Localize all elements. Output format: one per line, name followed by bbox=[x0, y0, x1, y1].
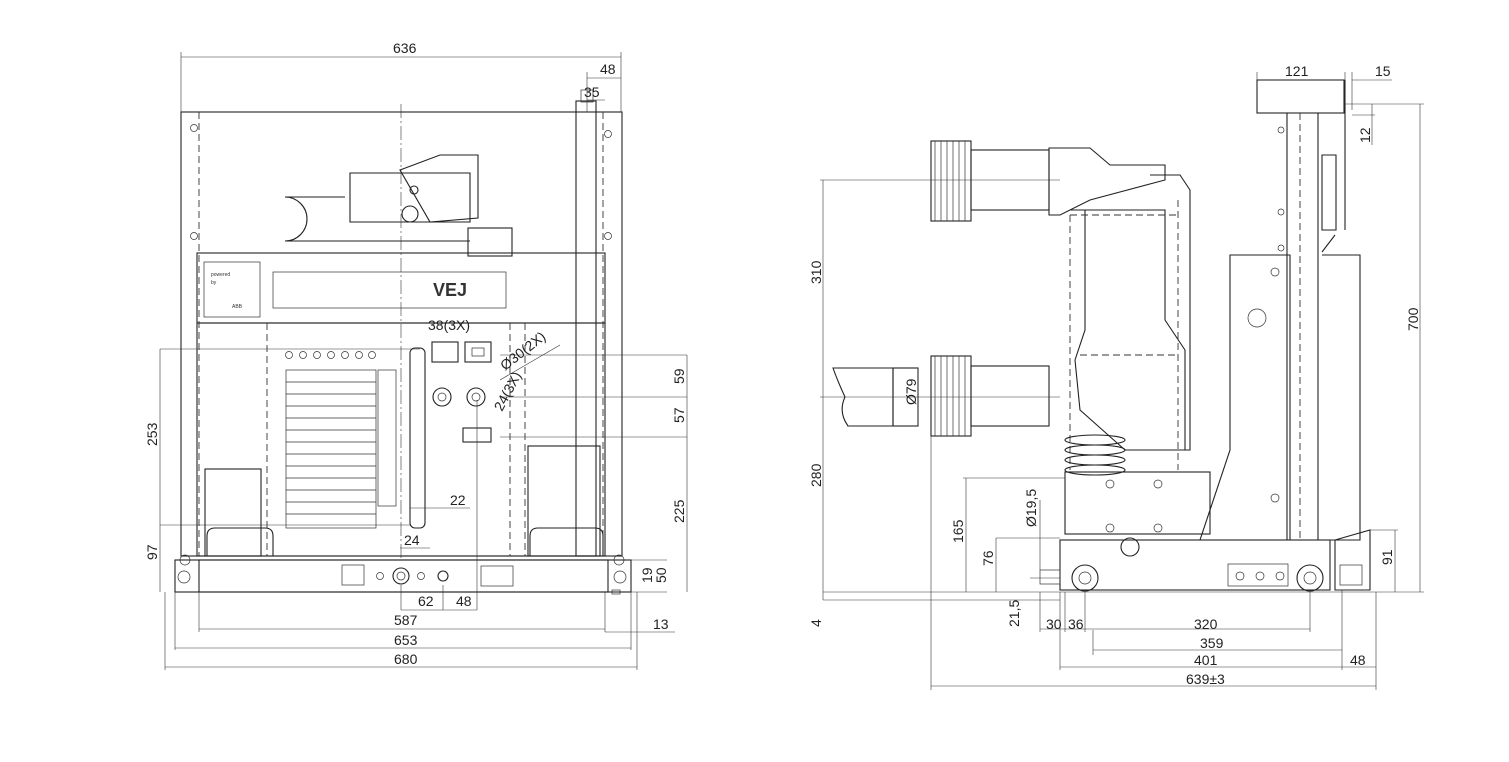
mechanism-box bbox=[1064, 471, 1211, 535]
dim-680: 680 bbox=[394, 651, 418, 667]
dim-48: 48 bbox=[456, 593, 472, 609]
dim-91: 91 bbox=[1379, 549, 1395, 565]
side-chassis bbox=[1059, 539, 1331, 591]
lower-bushing bbox=[832, 355, 1050, 437]
dim-38: 38(3X) bbox=[428, 317, 470, 333]
dim-587: 587 bbox=[394, 612, 418, 628]
side-back-panel bbox=[1286, 112, 1319, 541]
dim-35: 35 bbox=[584, 84, 600, 100]
upper-bushing bbox=[930, 140, 1166, 222]
pole-body bbox=[1070, 209, 1186, 451]
nameplate-text: VEJ bbox=[433, 280, 467, 300]
vent-grille bbox=[285, 369, 377, 529]
dim-280: 280 bbox=[808, 463, 824, 487]
dim-48-top: 48 bbox=[600, 61, 616, 77]
indicator-dots bbox=[285, 351, 376, 359]
dim-639: 639±3 bbox=[1186, 671, 1225, 687]
front-frame bbox=[180, 111, 623, 557]
dim-48-side: 48 bbox=[1350, 652, 1366, 668]
spring bbox=[1064, 434, 1126, 476]
side-top-block bbox=[1256, 79, 1345, 114]
dim-36: 36 bbox=[1068, 616, 1084, 632]
dim-19-5: Ø19,5 bbox=[1023, 489, 1039, 527]
dim-57: 57 bbox=[671, 407, 687, 423]
label-powered: powered bbox=[211, 272, 230, 278]
dim-700: 700 bbox=[1405, 307, 1421, 331]
dim-310: 310 bbox=[808, 260, 824, 284]
dim-653: 653 bbox=[394, 632, 418, 648]
dim-22: 22 bbox=[450, 492, 466, 508]
abb-logo: ABB bbox=[232, 304, 243, 310]
dim-13: 13 bbox=[653, 616, 669, 632]
label-by: by bbox=[211, 280, 217, 286]
side-view: 121 15 12 700 310 Ø79 280 Ø19,5 165 76 4… bbox=[808, 63, 1424, 690]
dim-62: 62 bbox=[418, 593, 434, 609]
dim-24: 24 bbox=[404, 532, 420, 548]
dim-320: 320 bbox=[1194, 616, 1218, 632]
dim-76: 76 bbox=[980, 550, 996, 566]
front-lever bbox=[409, 347, 426, 529]
dim-79: Ø79 bbox=[903, 378, 919, 405]
dim-59: 59 bbox=[671, 368, 687, 384]
front-contact-arm bbox=[284, 196, 470, 242]
dim-30-side: 30 bbox=[1046, 616, 1062, 632]
dim-121: 121 bbox=[1285, 63, 1309, 79]
dim-636: 636 bbox=[393, 40, 417, 56]
dim-225: 225 bbox=[671, 499, 687, 523]
dim-24-3x: 24(3X) bbox=[491, 369, 525, 414]
wheel-front bbox=[1071, 564, 1099, 592]
dim-401: 401 bbox=[1194, 652, 1218, 668]
front-body bbox=[196, 322, 606, 557]
dim-253: 253 bbox=[144, 422, 160, 446]
dim-4: 4 bbox=[808, 619, 824, 627]
dim-359: 359 bbox=[1200, 635, 1224, 651]
dim-19: 19 bbox=[639, 567, 655, 583]
dim-97: 97 bbox=[144, 544, 160, 560]
dim-15: 15 bbox=[1375, 63, 1391, 79]
front-base bbox=[174, 559, 632, 593]
dim-165: 165 bbox=[950, 519, 966, 543]
front-view: powered by ABB VEJ bbox=[144, 40, 688, 670]
dim-50: 50 bbox=[653, 567, 669, 583]
dim-21-5: 21,5 bbox=[1006, 600, 1022, 627]
dim-12: 12 bbox=[1357, 127, 1373, 143]
wheel-rear bbox=[1296, 564, 1324, 592]
front-right-post bbox=[575, 100, 597, 557]
